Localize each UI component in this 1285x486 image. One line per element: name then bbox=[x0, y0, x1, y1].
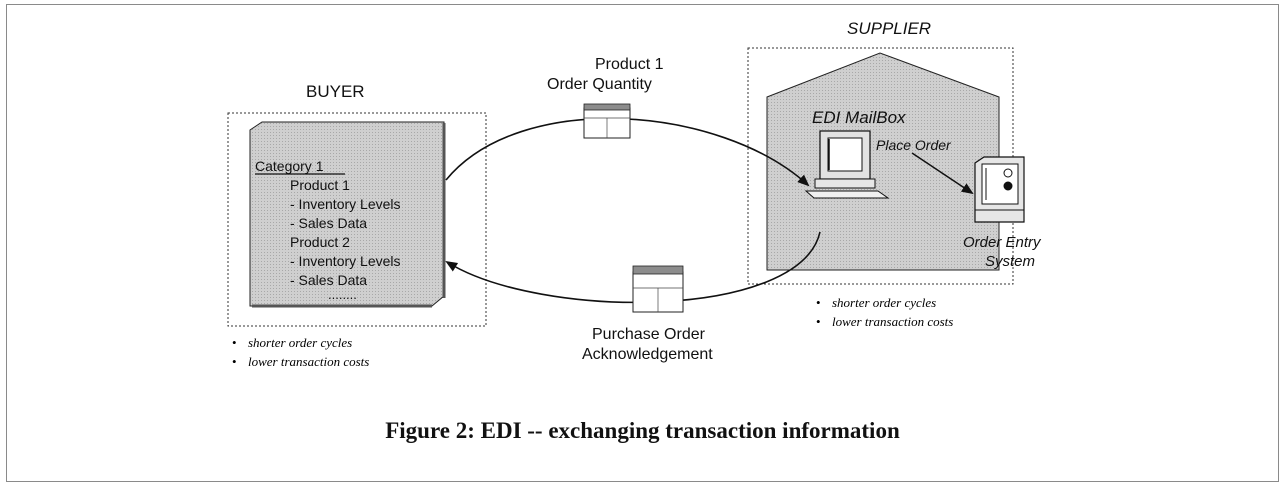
supplier-benefits: shorter order cycles lower transaction c… bbox=[816, 293, 953, 331]
place-order-label: Place Order bbox=[876, 137, 951, 153]
buyer-line: - Sales Data bbox=[290, 272, 368, 288]
buyer-category: Category 1 bbox=[255, 158, 324, 174]
order-entry-label: System bbox=[985, 253, 1036, 270]
document-icon bbox=[583, 103, 631, 139]
buyer-title: BUYER bbox=[306, 82, 365, 101]
supplier-boundary bbox=[747, 47, 1014, 285]
benefit-item: lower transaction costs bbox=[232, 352, 369, 371]
buyer-line: - Inventory Levels bbox=[290, 253, 401, 269]
top-message-line1: Product 1 bbox=[595, 56, 664, 73]
order-entry-label: Order Entry bbox=[963, 234, 1041, 251]
buyer-line: ........ bbox=[328, 287, 357, 302]
edi-mailbox-label: EDI MailBox bbox=[812, 108, 906, 127]
place-order-arrow bbox=[911, 152, 974, 195]
buyer-line: Product 1 bbox=[290, 177, 350, 193]
figure-caption: Figure 2: EDI -- exchanging transaction … bbox=[385, 418, 900, 443]
supplier-title: SUPPLIER bbox=[847, 19, 932, 38]
bottom-message-line2: Acknowledgement bbox=[582, 346, 713, 363]
top-message-line2: Order Quantity bbox=[547, 76, 652, 93]
bottom-message-line1: Purchase Order bbox=[592, 326, 705, 343]
benefit-item: lower transaction costs bbox=[816, 312, 953, 331]
buyer-line: - Sales Data bbox=[290, 215, 368, 231]
figure-frame bbox=[6, 4, 1279, 482]
computer-icon bbox=[804, 130, 890, 199]
buyer-line: Product 2 bbox=[290, 234, 350, 250]
order-entry-system-icon bbox=[974, 156, 1025, 223]
buyer-boundary bbox=[227, 112, 487, 327]
buyer-benefits: shorter order cycles lower transaction c… bbox=[232, 333, 369, 371]
buyer-line: - Inventory Levels bbox=[290, 196, 401, 212]
document-icon bbox=[632, 265, 684, 313]
benefit-item: shorter order cycles bbox=[232, 333, 369, 352]
benefit-item: shorter order cycles bbox=[816, 293, 953, 312]
